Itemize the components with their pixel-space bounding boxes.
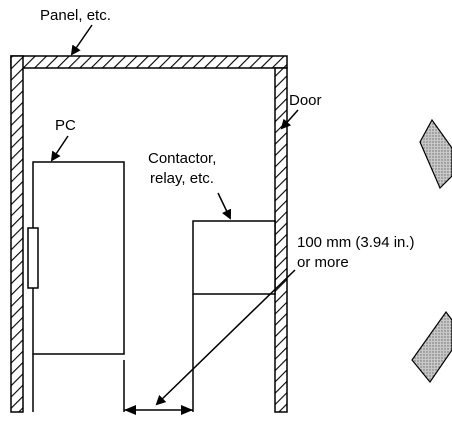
pc-label: PC: [55, 117, 76, 134]
distance-label-line2: or more: [297, 254, 349, 271]
clearance-dimension: [124, 405, 193, 415]
contactor-label-line2: relay, etc.: [150, 170, 214, 187]
contactor-label-line1: Contactor,: [148, 150, 216, 167]
pc-leader: [50, 135, 69, 162]
door-wall: [274, 67, 288, 413]
contactor-leader: [217, 192, 232, 220]
pc-unit: [27, 161, 125, 412]
panel-label: Panel, etc.: [40, 7, 111, 24]
panel-leader: [70, 24, 93, 56]
shaded-diamond-bottom: [411, 310, 452, 383]
door-label: Door: [289, 92, 322, 109]
contactor-relay-block: [192, 220, 276, 412]
shaded-diamond-top: [419, 118, 452, 190]
panel-enclosure: [10, 55, 288, 413]
door-leader: [280, 109, 299, 130]
distance-label-line1: 100 mm (3.94 in.): [297, 234, 415, 251]
distance-leader: [155, 269, 296, 406]
